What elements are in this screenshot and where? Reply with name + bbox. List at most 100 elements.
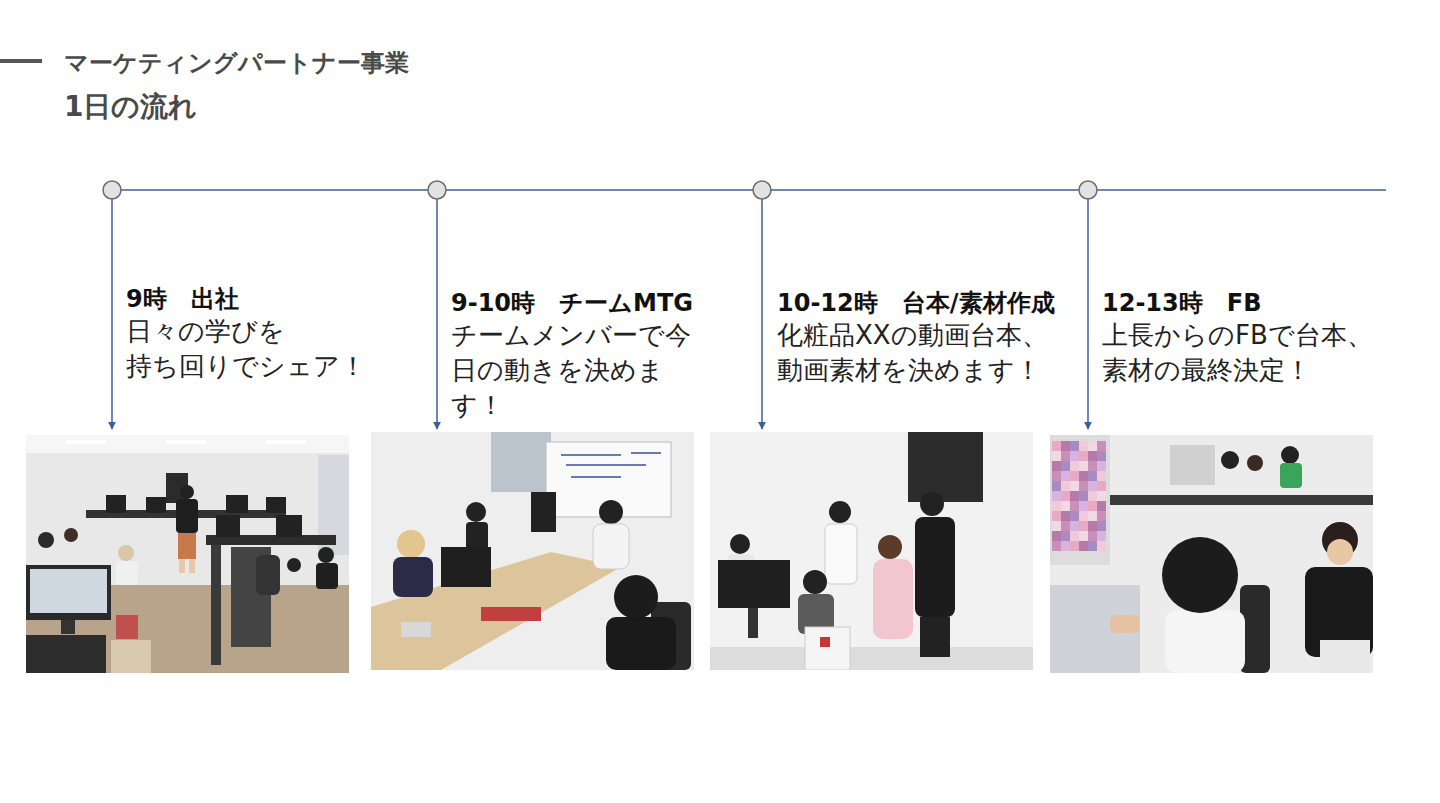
photo-shape — [441, 547, 491, 587]
photo-shape — [1052, 441, 1061, 451]
step-description: 化粧品XXの動画台本、 動画素材を決めます！ — [777, 318, 1077, 388]
photo-shape — [748, 608, 758, 638]
photo-shape — [920, 492, 944, 516]
photo-shape — [38, 532, 54, 548]
photo-shape — [371, 432, 694, 670]
photo-shape — [805, 627, 850, 670]
photo-shape — [1088, 501, 1097, 511]
photo-shape — [466, 502, 486, 522]
timeline-line — [112, 189, 1386, 191]
photo-shape — [64, 528, 78, 542]
photo-shape — [1052, 461, 1061, 471]
photo-shape — [1165, 610, 1245, 673]
photo-shape — [1079, 471, 1088, 481]
photo-shape — [1097, 491, 1106, 501]
page-subtitle: 1日の流れ — [64, 88, 197, 126]
photo-shape — [1079, 491, 1088, 501]
photo-shape — [1052, 451, 1061, 461]
photo-shape — [1088, 451, 1097, 461]
photo-shape — [1088, 441, 1097, 451]
photo-shape — [1079, 441, 1088, 451]
photo-shape — [1079, 521, 1088, 531]
photo-shape — [571, 476, 621, 478]
photo-shape — [1088, 531, 1097, 541]
photo-shape — [1052, 521, 1061, 531]
photo-shape — [180, 485, 194, 499]
office-photo — [26, 435, 349, 673]
photo-shape — [1061, 491, 1070, 501]
photo-shape — [1079, 541, 1088, 551]
photo-shape — [26, 435, 349, 453]
photo-shape — [316, 563, 338, 589]
photo-shape — [873, 559, 913, 639]
photo-shape — [1061, 471, 1070, 481]
photo-shape — [66, 440, 106, 444]
photo-shape — [1221, 451, 1239, 469]
step-heading: 9時 出社 — [126, 283, 239, 315]
photo-shape — [266, 440, 306, 444]
photo-shape — [211, 545, 221, 665]
photo-shape — [26, 435, 349, 673]
timeline-arrow — [111, 199, 113, 429]
photo-shape — [371, 552, 621, 670]
photo-shape — [920, 617, 950, 657]
photo-shape — [1070, 531, 1079, 541]
photo-shape — [718, 560, 790, 608]
photo-shape — [1170, 445, 1215, 485]
photo-shape — [116, 561, 138, 585]
photo-shape — [1088, 471, 1097, 481]
step-heading: 12-13時 FB — [1102, 287, 1261, 319]
photo-shape — [631, 452, 661, 454]
office-photo — [371, 432, 694, 670]
photo-shape — [179, 559, 185, 573]
photo-shape — [106, 495, 126, 513]
photo-shape — [1079, 501, 1088, 511]
photo-shape — [606, 617, 676, 670]
photo-shape — [1061, 461, 1070, 471]
photo-shape — [1162, 537, 1238, 613]
photo-shape — [1088, 461, 1097, 471]
photo-shape — [1280, 463, 1302, 488]
photo-shape — [266, 497, 286, 513]
photo-shape — [1097, 471, 1106, 481]
photo-shape — [178, 533, 196, 559]
photo-shape — [566, 464, 646, 466]
photo-shape — [1079, 451, 1088, 461]
photo-shape — [256, 555, 280, 595]
photo-shape — [1061, 521, 1070, 531]
photo-shape — [614, 575, 658, 619]
photo-shape — [287, 558, 301, 572]
photo-shape — [593, 524, 629, 569]
title-bar — [0, 59, 42, 63]
photo-shape — [189, 559, 195, 573]
photo-shape — [908, 432, 983, 502]
photo-shape — [226, 495, 248, 513]
step-description: 上長からのFBで台本、 素材の最終決定！ — [1102, 318, 1402, 388]
photo-shape — [1097, 541, 1106, 551]
photo-shape — [1050, 435, 1110, 565]
photo-shape — [146, 497, 166, 513]
photo-shape — [393, 557, 433, 597]
photo-shape — [61, 620, 75, 634]
photo-shape — [1079, 481, 1088, 491]
photo-shape — [1070, 461, 1079, 471]
photo-shape — [1088, 541, 1097, 551]
photo-shape — [397, 530, 425, 558]
photo-shape — [1079, 531, 1088, 541]
photo-shape — [1052, 471, 1061, 481]
photo-shape — [820, 637, 830, 647]
step-description: 日々の学びを 持ち回りでシェア！ — [126, 314, 426, 384]
photo-shape — [318, 547, 334, 563]
photo-shape — [1052, 501, 1061, 511]
photo-shape — [531, 492, 556, 532]
photo-shape — [1052, 511, 1061, 521]
photo-shape — [1070, 501, 1079, 511]
photo-shape — [1327, 539, 1353, 565]
photo-shape — [1061, 441, 1070, 451]
photo-shape — [1061, 511, 1070, 521]
photo-shape — [26, 565, 111, 620]
photo-shape — [176, 499, 198, 533]
photo-shape — [1070, 541, 1079, 551]
photo-shape — [1079, 461, 1088, 471]
